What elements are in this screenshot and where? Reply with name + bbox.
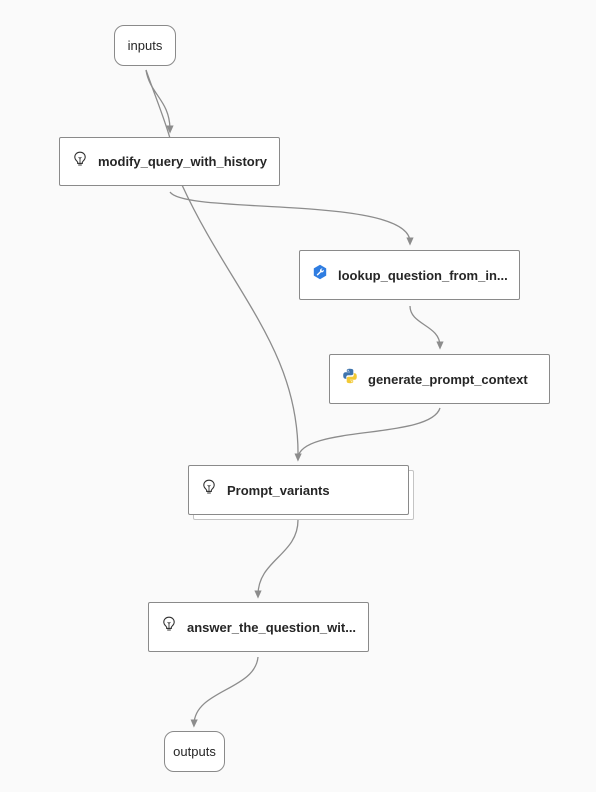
outputs-label: outputs [173,744,216,759]
edge-inputs-to-modify-query [145,69,174,134]
node-label: Prompt_variants [227,482,330,498]
inputs-label: inputs [127,38,163,53]
lightbulb-icon [201,479,217,495]
edge-prompt-variants-to-answer [254,519,299,599]
node-generate-prompt-context[interactable]: generate_prompt_context [329,354,550,404]
node-label: modify_query_with_history [98,154,268,169]
edge-lookup-to-generate [409,305,444,350]
node-label: answer_the_question_wit... [187,619,357,635]
node-modify-query-with-history[interactable]: modify_query_with_history [59,137,280,186]
node-lookup-question-from-index[interactable]: lookup_question_from_in... [299,250,520,300]
node-label: lookup_question_from_in... [338,267,508,283]
edge-modify-query-to-lookup [169,191,414,246]
edge-generate-to-prompt-variants [297,407,441,459]
node-label: generate_prompt_context [368,371,528,387]
inputs-node[interactable]: inputs [114,25,176,66]
edge-answer-to-outputs [190,656,259,728]
node-prompt-variants[interactable]: Prompt_variants [188,465,409,515]
edge-inputs-to-prompt-variants [145,69,302,462]
python-icon [342,368,358,384]
node-answer-the-question[interactable]: answer_the_question_wit... [148,602,369,652]
lightbulb-icon [72,151,88,167]
wrench-icon [312,264,328,280]
lightbulb-icon [161,616,177,632]
outputs-node[interactable]: outputs [164,731,225,772]
